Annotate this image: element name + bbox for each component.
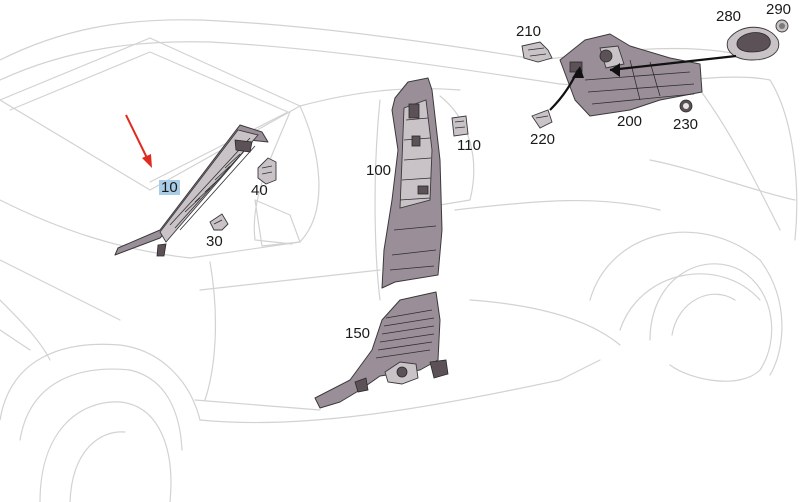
callout-220[interactable]: 220: [530, 131, 556, 148]
part-220-clip[interactable]: [531, 109, 553, 129]
callout-10[interactable]: 10: [159, 179, 180, 196]
part-230-plug[interactable]: [679, 99, 693, 113]
part-10-a-pillar-trim[interactable]: [114, 124, 269, 257]
part-290-cap[interactable]: [775, 19, 789, 33]
part-100-b-pillar-trim[interactable]: [381, 77, 443, 289]
callout-200[interactable]: 200: [617, 113, 643, 130]
leader-arrows: [549, 54, 737, 111]
part-110-clip[interactable]: [451, 115, 469, 137]
part-200-cargo-side-trim[interactable]: [559, 33, 703, 117]
part-280-speaker-grille[interactable]: [726, 26, 780, 61]
callout-110[interactable]: 110: [457, 137, 481, 154]
callout-210[interactable]: 210: [516, 23, 542, 40]
part-30-clip[interactable]: [209, 213, 229, 231]
car-body-outline: [0, 19, 798, 502]
callout-100[interactable]: 100: [366, 162, 392, 179]
part-40-clip[interactable]: [257, 157, 277, 185]
part-150-sill-trim[interactable]: [314, 291, 449, 409]
callout-290[interactable]: 290: [766, 1, 792, 18]
part-210-clip[interactable]: [521, 41, 553, 63]
callout-40[interactable]: 40: [251, 182, 268, 199]
callout-30[interactable]: 30: [206, 233, 223, 250]
callout-150[interactable]: 150: [345, 325, 371, 342]
red-pointer-arrow: [125, 114, 152, 168]
callout-230[interactable]: 230: [673, 116, 699, 133]
callout-280[interactable]: 280: [716, 8, 742, 25]
